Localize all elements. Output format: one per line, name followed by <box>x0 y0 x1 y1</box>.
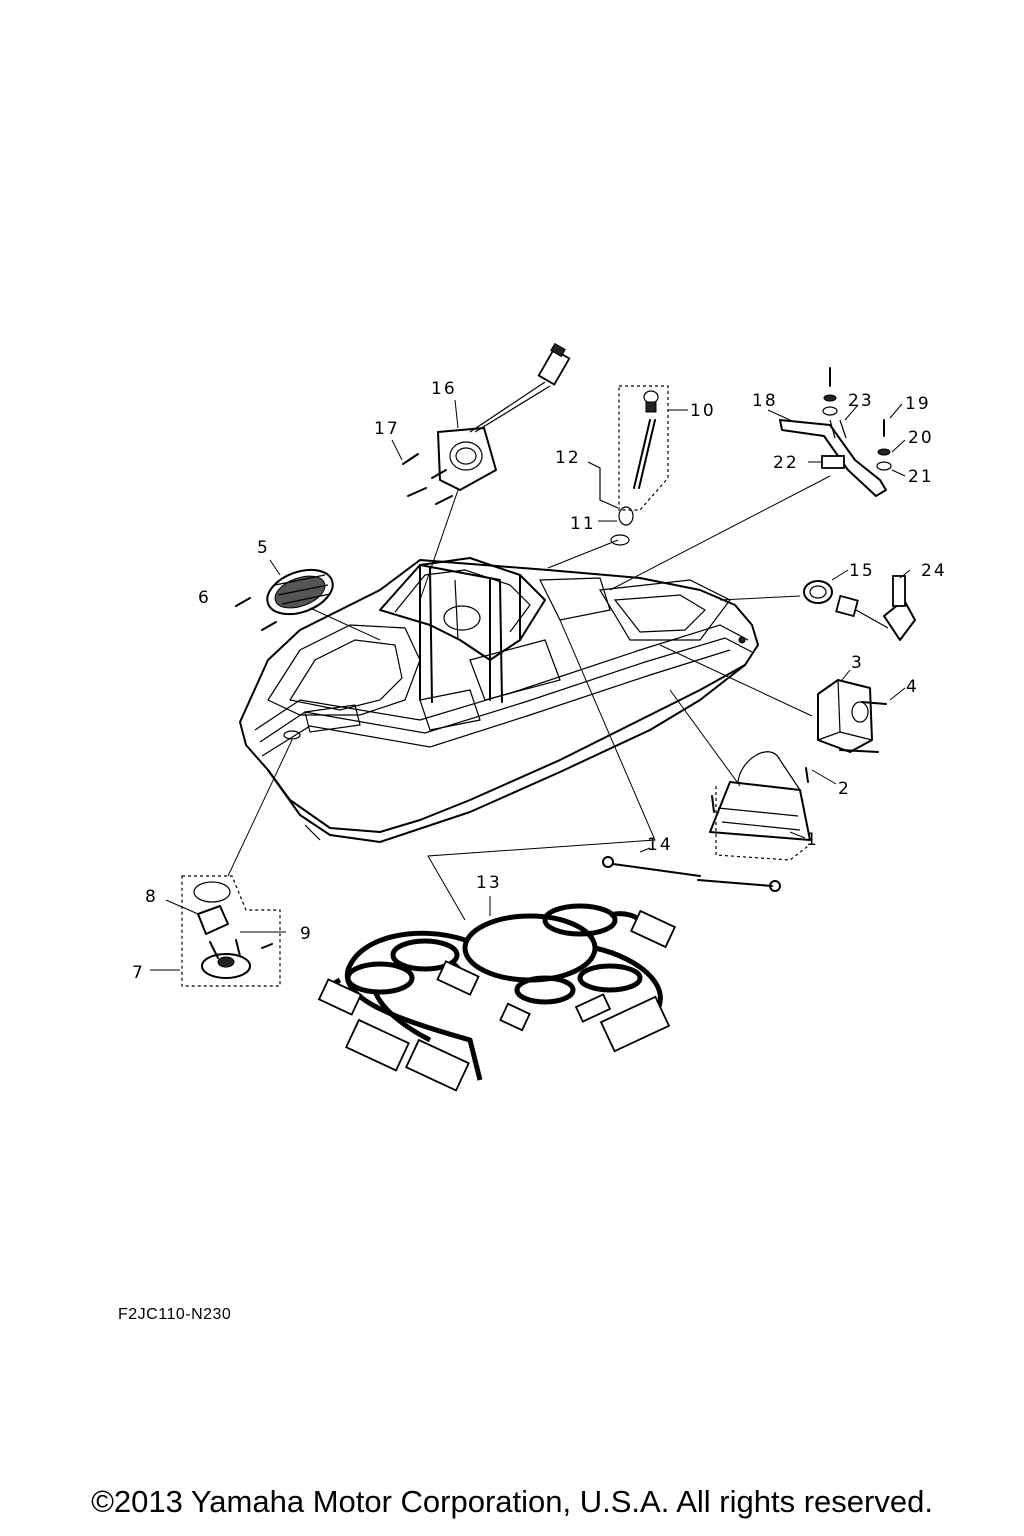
part-10-antenna <box>618 385 688 511</box>
callout-21: 21 <box>908 467 934 487</box>
callout-1: 1 <box>806 830 819 850</box>
part-6-screws <box>235 597 277 631</box>
callout-6: 6 <box>198 588 211 608</box>
callout-5: 5 <box>257 538 270 558</box>
callout-4: 4 <box>906 677 919 697</box>
callout-2: 2 <box>838 779 851 799</box>
callout-22: 22 <box>773 453 799 473</box>
callout-17: 17 <box>374 419 400 439</box>
callout-12: 12 <box>555 448 581 468</box>
part-13-wire-harness <box>317 896 677 1092</box>
callout-11: 11 <box>570 514 596 534</box>
part-17-screws <box>391 439 453 505</box>
leader-lines <box>227 475 831 921</box>
part-2-screws <box>711 767 837 813</box>
part-16-bracket <box>437 342 571 491</box>
callout-10: 10 <box>690 401 716 421</box>
callout-7: 7 <box>132 963 145 983</box>
callout-labels: 1 2 3 4 5 6 7 8 9 10 11 12 13 14 15 16 1… <box>132 379 947 983</box>
part-23-screw-washers <box>822 367 859 439</box>
callout-9: 9 <box>300 924 313 944</box>
part-22-clamp <box>808 455 845 469</box>
part-14-cable <box>602 847 781 892</box>
callout-20: 20 <box>908 428 934 448</box>
part-4-bolts <box>839 687 906 753</box>
part-11-grommet <box>598 506 634 546</box>
part-24-sensor <box>835 569 916 641</box>
callout-14: 14 <box>647 835 673 855</box>
part-5-speaker <box>266 559 334 616</box>
callout-13: 13 <box>476 873 502 893</box>
part-1-battery-tray <box>709 751 811 861</box>
callout-16: 16 <box>431 379 457 399</box>
callout-24: 24 <box>921 561 947 581</box>
copyright-notice: ©2013 Yamaha Motor Corporation, U.S.A. A… <box>91 1484 933 1519</box>
diagram-code: F2JC110-N230 <box>118 1306 232 1323</box>
part-18-bracket <box>767 409 887 497</box>
boat-hull <box>239 557 759 843</box>
callout-8: 8 <box>145 887 158 907</box>
part-12-cable <box>587 461 619 509</box>
callout-23: 23 <box>848 391 874 411</box>
callout-18: 18 <box>752 391 778 411</box>
callout-3: 3 <box>851 653 864 673</box>
callout-19: 19 <box>905 394 931 414</box>
part-15-cap <box>803 569 849 604</box>
callout-15: 15 <box>849 561 875 581</box>
part-19-20-21-fasteners <box>876 403 906 477</box>
part-3-control-unit <box>817 669 873 753</box>
part-7-fitting-group <box>150 875 286 987</box>
